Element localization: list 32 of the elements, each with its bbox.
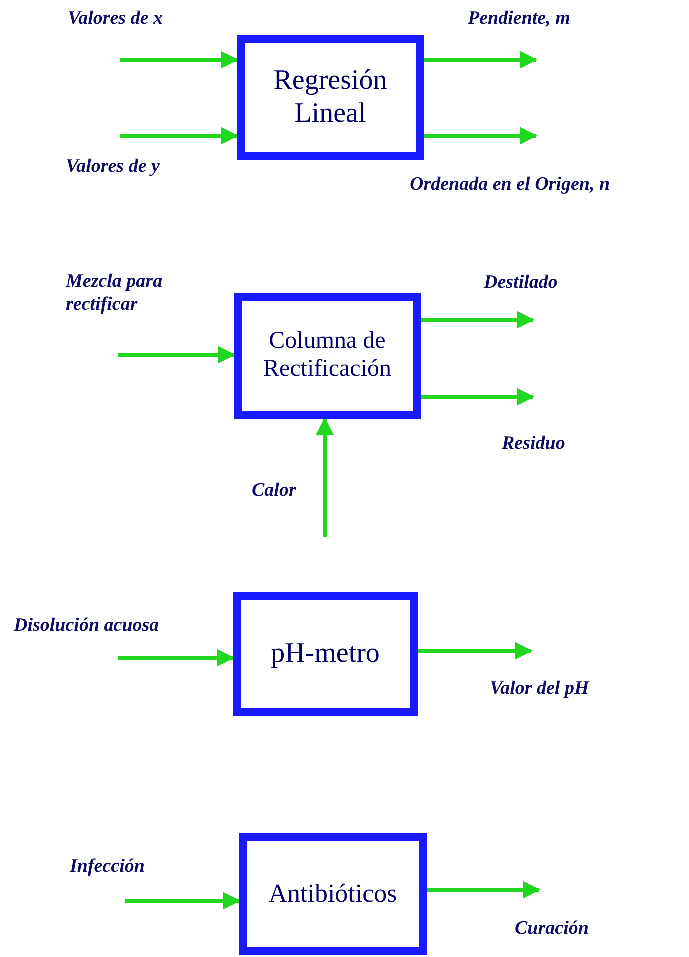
edge-label: Valores de x bbox=[68, 8, 163, 31]
arrow bbox=[421, 311, 535, 329]
edge-label: Destilado bbox=[484, 272, 558, 295]
edge-label: Infección bbox=[70, 856, 145, 879]
edge-label: Pendiente, m bbox=[468, 8, 570, 31]
arrow bbox=[118, 346, 236, 364]
arrow bbox=[120, 127, 239, 145]
arrow bbox=[427, 881, 541, 899]
arrow bbox=[118, 649, 235, 667]
process-box bbox=[233, 592, 418, 716]
arrow bbox=[418, 642, 533, 660]
process-box bbox=[234, 293, 421, 419]
arrow bbox=[421, 388, 535, 406]
arrow bbox=[424, 51, 538, 69]
box-label: Columna de Rectificación bbox=[262, 328, 392, 384]
edge-label: Curación bbox=[515, 918, 589, 941]
process-box bbox=[237, 35, 424, 160]
edge-label: Calor bbox=[252, 480, 296, 503]
edge-label: Ordenada en el Origen, n bbox=[410, 174, 610, 197]
box-label: Regresión Lineal bbox=[272, 65, 388, 130]
arrow bbox=[424, 127, 538, 145]
box-label: pH-metro bbox=[271, 638, 380, 670]
edge-label: Mezcla para rectificar bbox=[66, 271, 164, 317]
arrow bbox=[120, 51, 239, 69]
arrow bbox=[316, 417, 334, 537]
box-label: Antibióticos bbox=[268, 879, 398, 909]
edge-label: Valores de y bbox=[66, 156, 160, 179]
edge-label: Residuo bbox=[502, 433, 566, 456]
edge-label: Disolución acuosa bbox=[14, 615, 160, 638]
arrow bbox=[125, 892, 241, 910]
edge-label: Valor del pH bbox=[490, 678, 590, 701]
process-box bbox=[239, 833, 427, 955]
